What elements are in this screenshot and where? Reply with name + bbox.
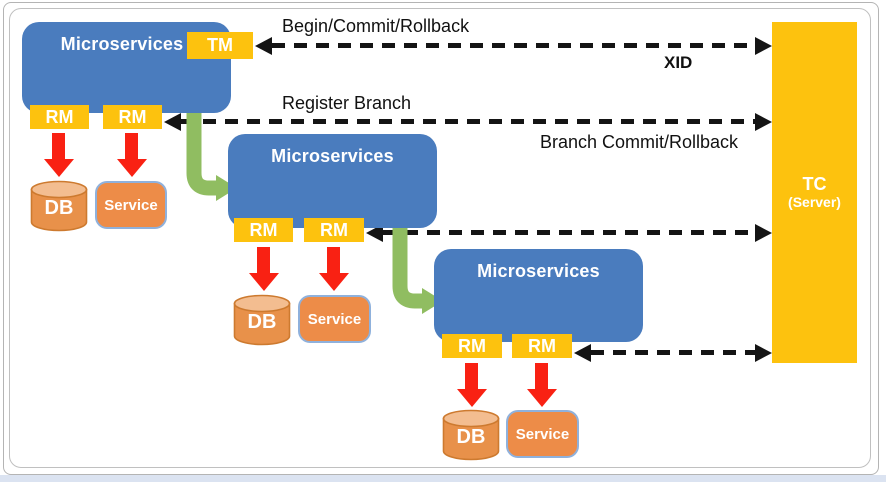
red-arrow-3a — [457, 363, 487, 407]
db-label: DB — [44, 197, 74, 219]
microservices-label-3: Microservices — [477, 261, 600, 281]
outer-frame-border — [3, 2, 879, 475]
arrow-begin-commit-rollback-left-head — [255, 37, 272, 55]
tc-subtitle: (Server) — [788, 194, 841, 210]
db-cylinder-1: DB — [30, 180, 88, 232]
arrow-ms2-tc-left-head — [366, 224, 383, 242]
rm-badge-1b: RM — [103, 105, 162, 129]
rm-badge-2a: RM — [234, 218, 293, 242]
label-begin-commit-rollback: Begin/Commit/Rollback — [282, 16, 470, 36]
db-label: DB — [247, 311, 277, 333]
service-box-2: Service — [298, 295, 371, 343]
arrow-begin-commit-rollback-line — [272, 43, 756, 48]
db-cylinder-2: DB — [233, 294, 291, 346]
green-flow-arrow-2 — [392, 217, 443, 314]
red-arrow-2b — [319, 247, 349, 291]
red-arrow-3b — [527, 363, 557, 407]
db-cylinder-3: DB — [442, 409, 500, 461]
arrow-ms2-tc-right-head — [755, 224, 772, 242]
rm-badge-3a: RM — [442, 334, 502, 358]
arrow-register-branch-left-head — [164, 113, 181, 131]
microservices-label-1: Microservices — [60, 34, 184, 54]
arrow-ms2-tc-line — [383, 230, 755, 235]
tm-badge: TM — [187, 32, 253, 59]
bottom-edge-strip — [0, 475, 886, 482]
rm-badge-1a: RM — [30, 105, 89, 129]
arrow-ms3-tc-line — [591, 350, 755, 355]
label-register-branch: Register Branch — [282, 93, 412, 113]
inner-frame-border — [9, 8, 871, 468]
microservices-box-2 — [228, 134, 437, 228]
microservices-box-3 — [434, 249, 643, 342]
label-xid: XID — [664, 53, 693, 72]
arrow-register-branch-line — [181, 119, 755, 124]
label-branch-commit-rollback: Branch Commit/Rollback — [540, 132, 739, 152]
arrow-ms3-tc-right-head — [755, 344, 772, 362]
service-box-1: Service — [95, 181, 167, 229]
red-arrow-1a — [44, 133, 74, 177]
rm-badge-3b: RM — [512, 334, 572, 358]
db-label: DB — [456, 426, 486, 448]
service-box-3: Service — [506, 410, 579, 458]
rm-badge-2b: RM — [304, 218, 364, 242]
arrow-ms3-tc-left-head — [574, 344, 591, 362]
green-flow-arrow-1 — [186, 104, 237, 201]
tc-title: TC — [802, 174, 827, 194]
microservices-label-2: Microservices — [271, 146, 394, 166]
db-cylinder-shape — [442, 409, 500, 461]
arrow-register-branch-right-head — [755, 113, 772, 131]
tc-server-box: TC (Server) — [772, 22, 857, 363]
red-arrow-2a — [249, 247, 279, 291]
db-cylinder-shape — [233, 294, 291, 346]
arrow-begin-commit-rollback-right-head — [755, 37, 772, 55]
db-cylinder-shape — [30, 180, 88, 232]
red-arrow-1b — [117, 133, 147, 177]
